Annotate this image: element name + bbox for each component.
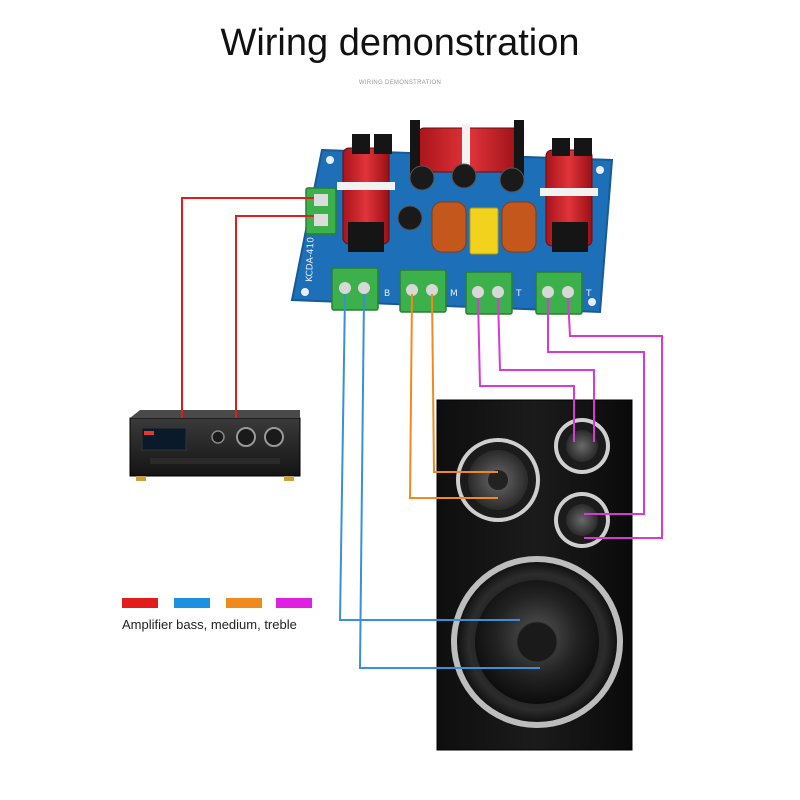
terminal-label-t2: T (585, 289, 592, 299)
terminal-screw (426, 284, 438, 296)
wires (181, 197, 663, 669)
amplifier-top (130, 410, 300, 418)
capacitor (499, 167, 525, 193)
electrolytic-capacitors (397, 163, 525, 231)
core-block (552, 138, 570, 156)
cable-tie (337, 182, 395, 190)
terminal-screw (339, 282, 351, 294)
film-capacitor (431, 201, 467, 253)
input-screw (314, 214, 328, 226)
terminal-screw (472, 286, 484, 298)
amplifier-knob (211, 430, 225, 444)
input-wire-1 (181, 197, 314, 418)
terminal-screw (492, 286, 504, 298)
core-block (374, 134, 392, 154)
terminal-label-m: M (450, 289, 458, 299)
legend-swatch-magenta (276, 598, 312, 608)
capacitor (451, 163, 477, 189)
mount-hole (588, 298, 596, 306)
legend-swatch-red (122, 598, 158, 608)
core-block (352, 134, 370, 154)
input-wire-2 (235, 215, 314, 418)
mid-wire-1 (408, 293, 498, 499)
treble-wire-1 (477, 297, 575, 442)
core-block (410, 120, 420, 176)
legend-swatch-orange (226, 598, 262, 608)
core-block (348, 222, 384, 252)
bass-wire-2 (358, 293, 540, 669)
core-block (552, 222, 588, 252)
mount-hole (301, 288, 309, 296)
terminal-screw (562, 286, 574, 298)
terminal-screw (406, 284, 418, 296)
legend-swatch-blue (174, 598, 210, 608)
amplifier-foot (136, 476, 146, 481)
cable-tie (462, 124, 470, 176)
mid-wire-2 (431, 293, 498, 473)
legend-swatches (122, 598, 312, 608)
legend-caption: Amplifier bass, medium, treble (122, 617, 297, 632)
terminal-block-bass (331, 267, 379, 311)
capacitor (397, 205, 423, 231)
mount-hole (326, 156, 334, 164)
terminal-screw (358, 282, 370, 294)
amplifier-foot (284, 476, 294, 481)
terminal-label-b: B (384, 289, 390, 299)
treble-wire-3 (547, 298, 645, 515)
woofer-dust-cap (516, 621, 558, 663)
input-screw (314, 194, 328, 206)
page-title: Wiring demonstration (220, 22, 580, 64)
tweeter-bottom-dome (566, 504, 598, 536)
core-block (514, 120, 524, 176)
amplifier-display-indicator (144, 431, 154, 435)
film-capacitor-yellow (469, 207, 499, 255)
cable-tie (540, 188, 598, 196)
mid-driver-cap (488, 470, 508, 490)
core-block (574, 138, 592, 156)
bass-wire-1 (338, 293, 520, 621)
film-capacitor (501, 201, 537, 253)
speaker-cabinet (436, 399, 633, 751)
terminal-screw (542, 286, 554, 298)
amplifier (129, 410, 301, 481)
capacitor (409, 165, 435, 191)
amplifier-button-row (150, 458, 280, 464)
board-model-label: KCDA-410 (305, 237, 317, 282)
input-terminal (305, 187, 337, 235)
amplifier-knob (236, 427, 256, 447)
treble-wire-2 (497, 297, 595, 442)
terminal-label-t1: T (515, 289, 522, 299)
mount-hole (596, 166, 604, 174)
treble-wire-4 (567, 297, 663, 539)
crossover-board: KCDA-410 B M T T (290, 120, 614, 315)
amplifier-knob (264, 427, 284, 447)
page-subtitle: WIRING DEMONSTRATION (358, 80, 442, 86)
